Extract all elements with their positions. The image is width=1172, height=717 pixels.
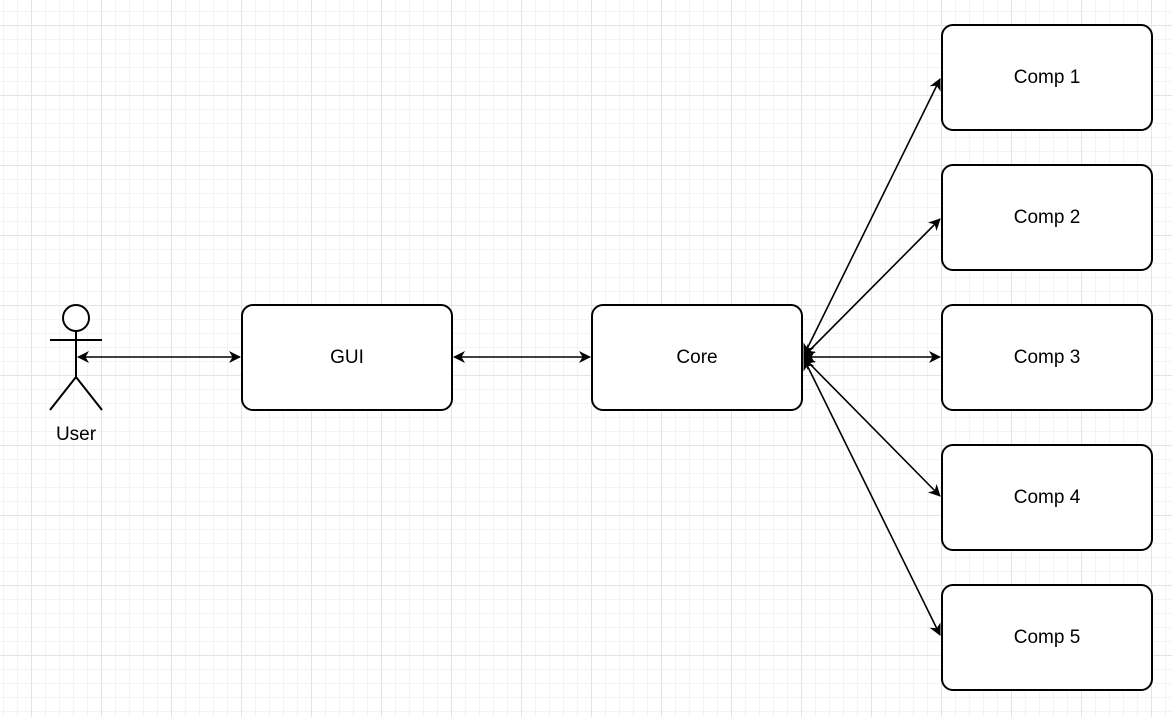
stick-figure-icon — [49, 304, 103, 411]
edge-core-comp1[interactable] — [803, 78, 941, 356]
comp-3-node[interactable]: Comp 3 — [941, 304, 1153, 411]
core-node[interactable]: Core — [591, 304, 803, 411]
edge-core-comp5[interactable] — [803, 358, 941, 636]
comp-1-node-label: Comp 1 — [1013, 66, 1081, 88]
comp-5-node[interactable]: Comp 5 — [941, 584, 1153, 691]
comp-1-node[interactable]: Comp 1 — [941, 24, 1153, 131]
edge-core-comp4[interactable] — [803, 357, 941, 497]
edge-core-comp2[interactable] — [803, 218, 941, 357]
comp-2-node-label: Comp 2 — [1013, 206, 1081, 228]
core-node-label: Core — [676, 346, 718, 368]
gui-node[interactable]: GUI — [241, 304, 453, 411]
comp-5-node-label: Comp 5 — [1013, 626, 1081, 648]
user-actor[interactable] — [46, 302, 106, 414]
comp-4-node[interactable]: Comp 4 — [941, 444, 1153, 551]
comp-4-node-label: Comp 4 — [1013, 486, 1081, 508]
gui-node-label: GUI — [330, 346, 364, 368]
user-actor-label: User — [55, 424, 97, 445]
comp-3-node-label: Comp 3 — [1013, 346, 1081, 368]
comp-2-node[interactable]: Comp 2 — [941, 164, 1153, 271]
